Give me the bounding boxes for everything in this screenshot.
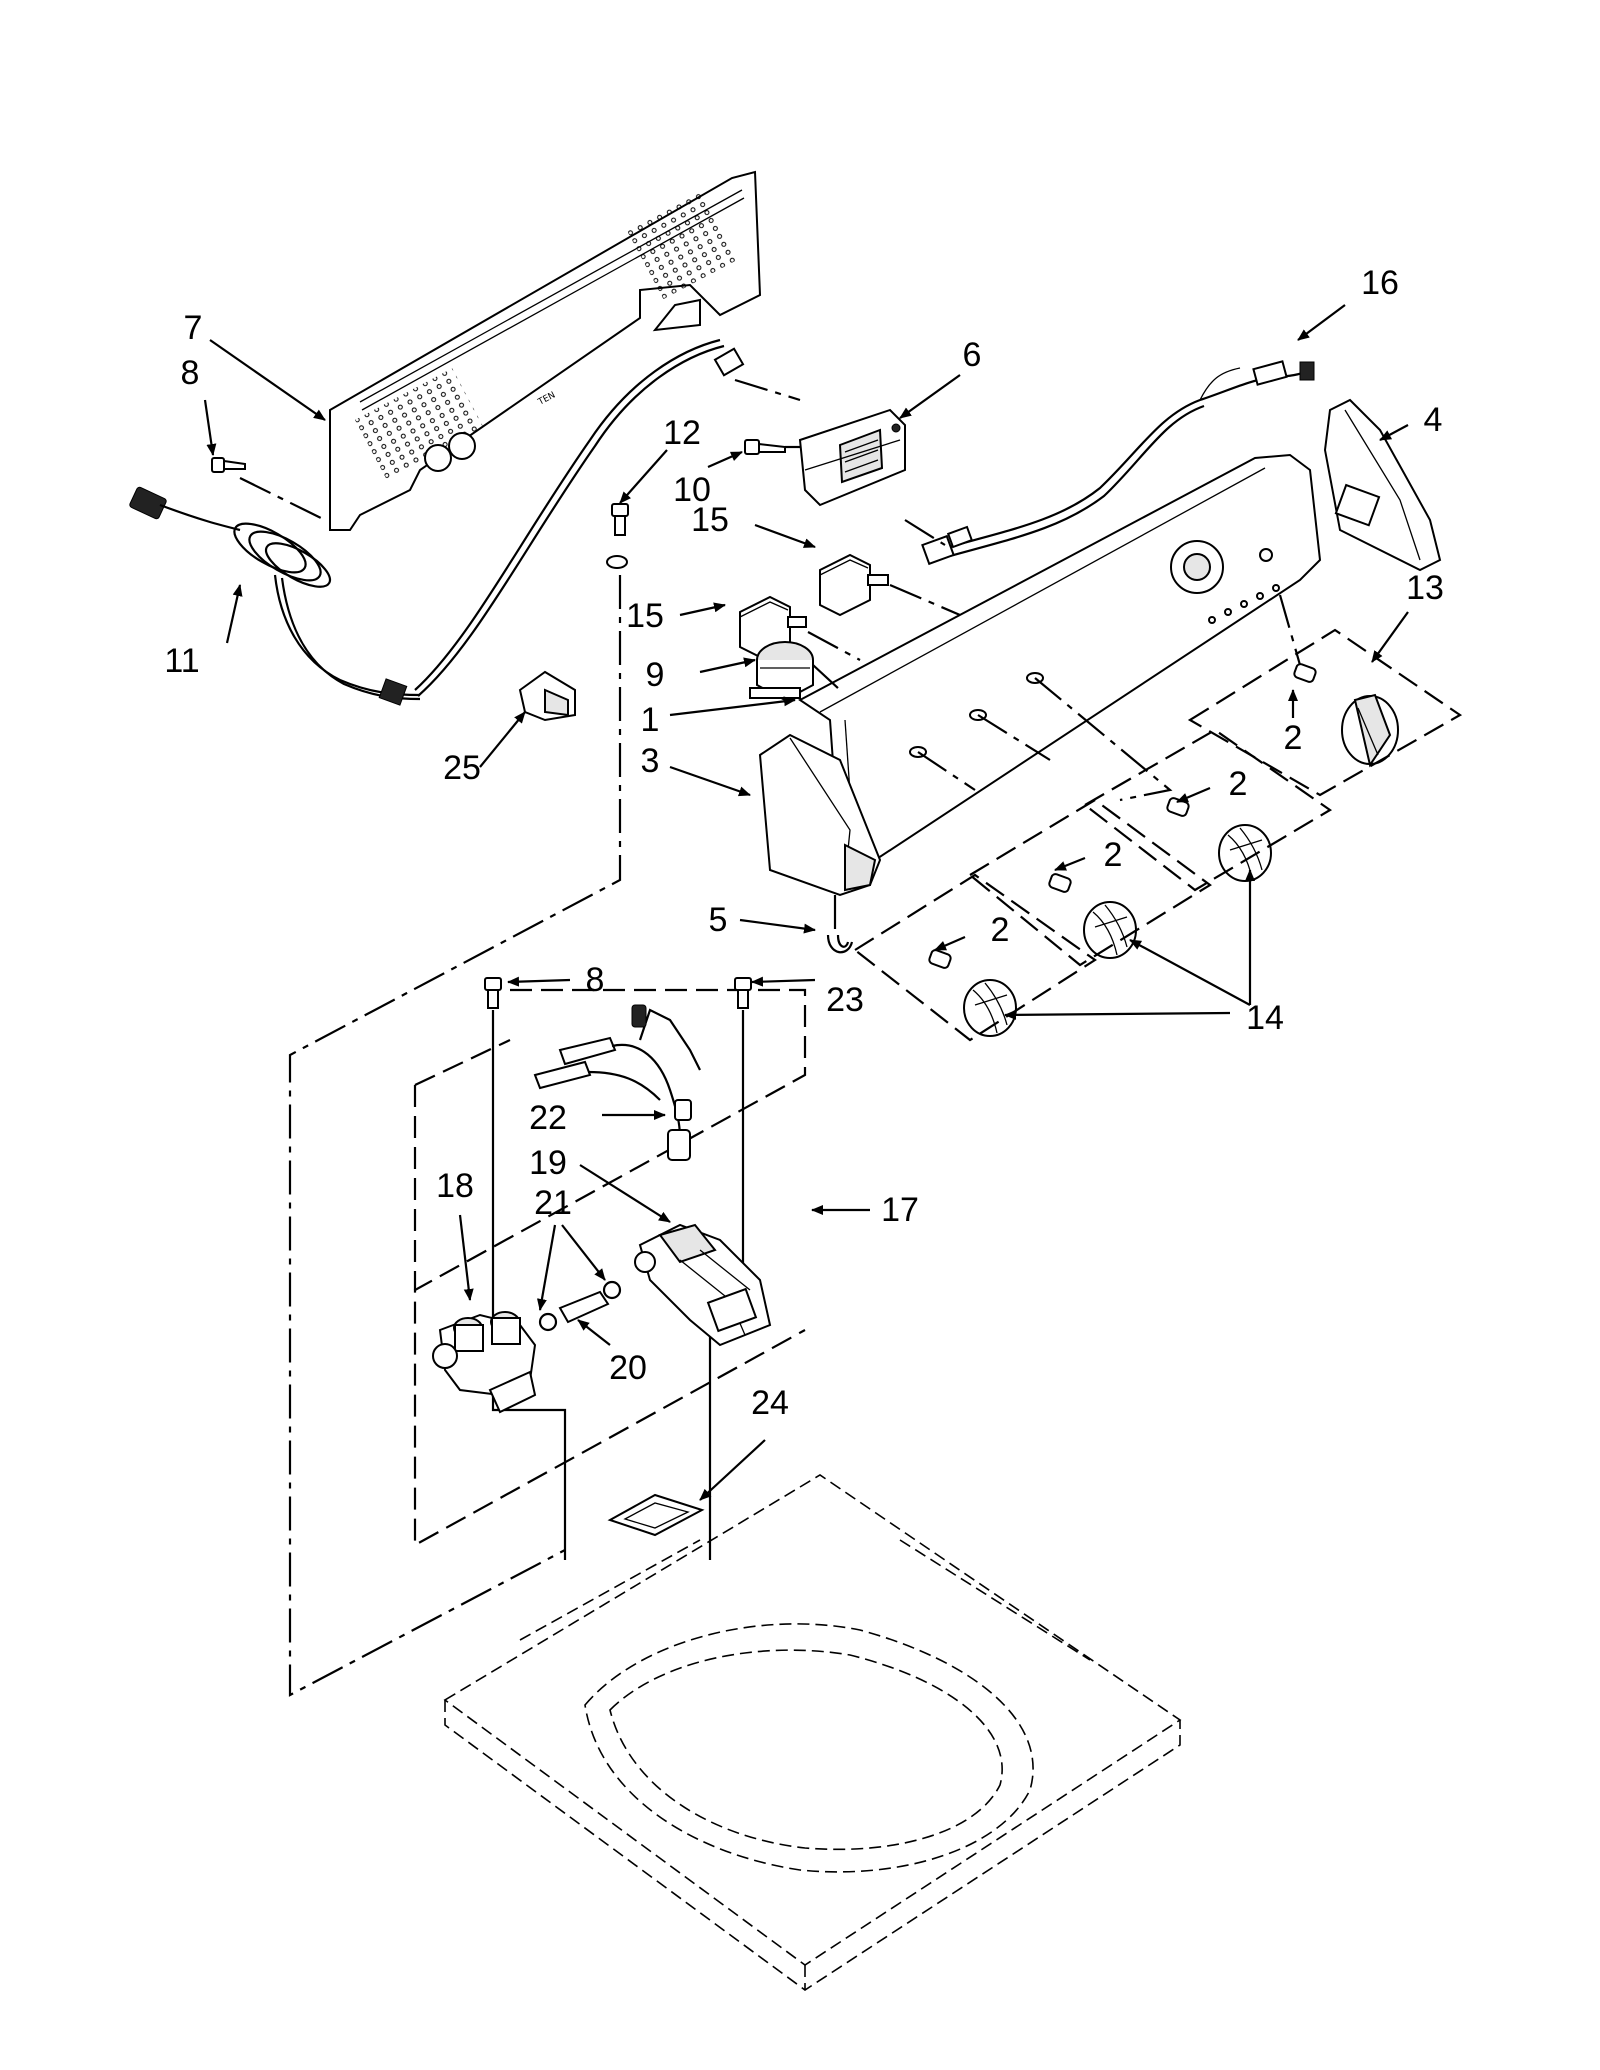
water-valve-18-part <box>432 1311 537 1414</box>
rear-panel-part: TEN <box>329 170 762 531</box>
callout-labels: 7 8 6 16 4 10 12 11 15 15 13 2 2 2 2 9 1… <box>164 264 1444 1422</box>
ground-screw-part <box>606 503 629 569</box>
knob-13-part <box>1341 693 1399 768</box>
callout-24: 24 <box>751 1384 789 1422</box>
callout-4: 4 <box>1424 401 1443 439</box>
screw-23-part <box>734 977 752 1009</box>
screw-8-lower-part <box>484 977 502 1009</box>
dashed-leader-lines <box>239 378 1302 1697</box>
callout-6: 6 <box>963 336 982 374</box>
callout-8-upper: 8 <box>181 354 200 392</box>
panel-marking: TEN <box>536 390 557 408</box>
knob-14c-part <box>963 979 1017 1037</box>
callout-12: 12 <box>663 414 701 452</box>
callout-23: 23 <box>826 981 864 1019</box>
callout-25: 25 <box>443 749 481 787</box>
dispenser-19-part <box>634 1223 772 1347</box>
callout-18: 18 <box>436 1167 474 1205</box>
hook-5-part <box>826 934 854 954</box>
knob-14a-part <box>1218 824 1272 882</box>
callout-15-lower: 15 <box>626 597 664 635</box>
screw-10-part <box>744 439 786 455</box>
pressure-switch-part <box>749 641 814 702</box>
callout-2-second: 2 <box>1229 765 1248 803</box>
valve-assembly-box <box>413 988 807 1547</box>
callout-2-third: 2 <box>1104 836 1123 874</box>
wire-harness-left <box>378 338 745 706</box>
callout-21: 21 <box>534 1184 572 1222</box>
callout-2-top: 2 <box>1284 719 1303 757</box>
callout-14: 14 <box>1246 999 1284 1037</box>
harness-22-part <box>533 1004 701 1161</box>
callout-15-upper: 15 <box>691 501 729 539</box>
callout-19: 19 <box>529 1144 567 1182</box>
callout-17: 17 <box>881 1191 919 1229</box>
clamp-21-parts <box>538 1280 622 1332</box>
top-cover-phantom <box>443 1474 1182 1991</box>
callout-13: 13 <box>1406 569 1444 607</box>
callout-9: 9 <box>646 656 665 694</box>
switch-15-upper-part <box>819 553 889 617</box>
knob-group-outlines <box>853 628 1463 1042</box>
clip-25-part <box>518 670 576 722</box>
callout-7: 7 <box>184 309 203 347</box>
callout-20: 20 <box>609 1349 647 1387</box>
callout-11: 11 <box>164 642 199 680</box>
gasket-24-part <box>607 1493 705 1537</box>
callout-16: 16 <box>1361 264 1399 302</box>
console-part <box>798 453 1322 872</box>
knob-14b-part <box>1083 901 1137 959</box>
callout-3: 3 <box>641 742 660 780</box>
callout-22: 22 <box>529 1099 567 1137</box>
callout-1: 1 <box>641 701 660 739</box>
insert-2-parts <box>928 663 1317 969</box>
wire-harness-right <box>921 360 1315 566</box>
end-cap-part <box>758 733 882 897</box>
hose-20-part <box>558 1290 610 1324</box>
control-board-part <box>798 408 906 507</box>
callout-5: 5 <box>709 901 728 939</box>
callout-10: 10 <box>673 471 711 509</box>
end-cap-right-part <box>1323 398 1442 572</box>
callout-8-lower: 8 <box>586 961 605 999</box>
callout-2-fourth: 2 <box>991 911 1010 949</box>
screw-8-upper-part <box>211 457 246 473</box>
callout-arrows <box>203 304 1409 1501</box>
